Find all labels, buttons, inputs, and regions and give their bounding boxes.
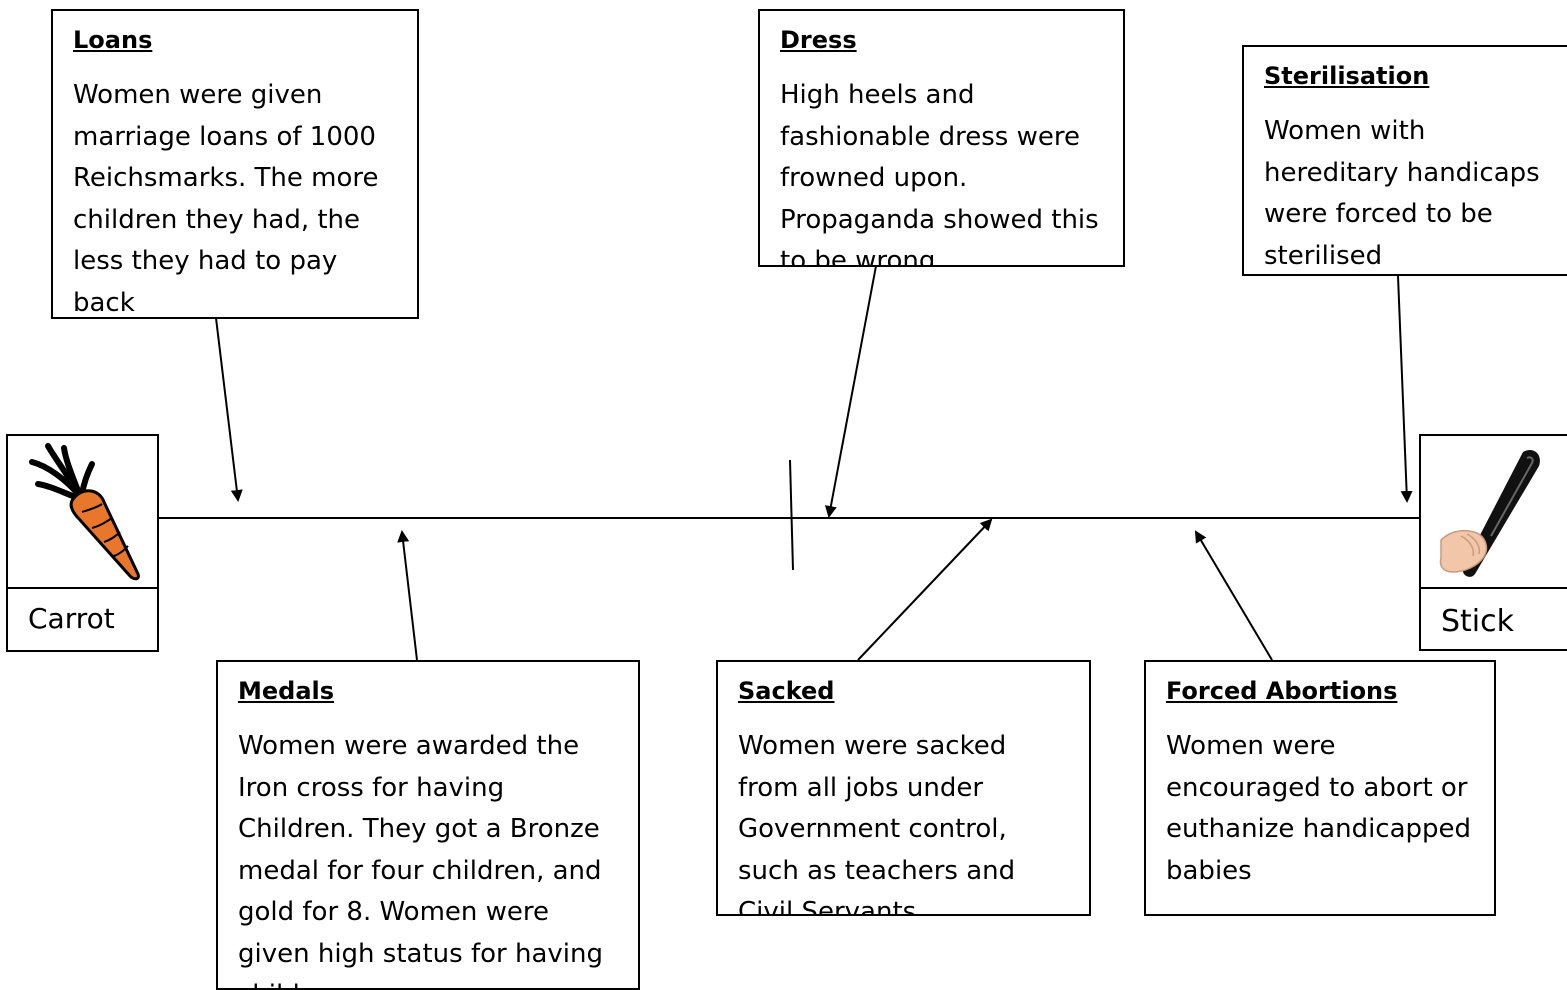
arrow-medals bbox=[397, 530, 418, 661]
hand-fingers bbox=[1460, 533, 1481, 557]
stick-picture bbox=[1421, 436, 1567, 589]
carrot-label: Carrot bbox=[28, 602, 115, 635]
sacked-box: Sacked Women were sacked from all jobs u… bbox=[716, 660, 1091, 916]
arrow-dress bbox=[824, 265, 877, 518]
stick-end-box: Stick bbox=[1419, 434, 1567, 651]
medals-box: Medals Women were awarded the Iron cross… bbox=[216, 660, 640, 990]
arrow-forced-abortions bbox=[1194, 530, 1273, 661]
dress-title: Dress bbox=[780, 26, 857, 54]
dress-text: High heels and fashionable dress were fr… bbox=[780, 80, 1099, 267]
sterilisation-title: Sterilisation bbox=[1264, 62, 1430, 90]
midpoint-marker bbox=[789, 459, 794, 571]
baton-highlight bbox=[1490, 456, 1534, 537]
loans-text: Women were given marriage loans of 1000 … bbox=[73, 80, 379, 318]
sacked-text: Women were sacked from all jobs under Go… bbox=[738, 731, 1016, 916]
sterilisation-box: Sterilisation Women with hereditary hand… bbox=[1242, 45, 1567, 276]
dress-box: Dress High heels and fashionable dress w… bbox=[758, 9, 1125, 267]
forced-abortions-title: Forced Abortions bbox=[1166, 677, 1398, 705]
forced-abortions-text: Women were encouraged to abort or euthan… bbox=[1166, 731, 1472, 886]
carrot-icon bbox=[29, 443, 140, 581]
arrow-sacked bbox=[857, 518, 993, 661]
sterilisation-text: Women with hereditary handicaps were for… bbox=[1264, 116, 1540, 271]
arrow-sterilisation bbox=[1397, 275, 1413, 503]
carrot-picture bbox=[8, 436, 157, 589]
sacked-title: Sacked bbox=[738, 677, 835, 705]
stick-label: Stick bbox=[1441, 604, 1515, 639]
forced-abortions-box: Forced Abortions Women were encouraged t… bbox=[1144, 660, 1496, 916]
loans-title: Loans bbox=[73, 26, 153, 54]
carrot-root bbox=[69, 489, 140, 581]
baton-icon bbox=[1439, 449, 1540, 577]
loans-box: Loans Women were given marriage loans of… bbox=[51, 9, 419, 319]
carrot-ridges bbox=[81, 503, 129, 557]
carrot-end-box: Carrot bbox=[6, 434, 159, 652]
medals-title: Medals bbox=[238, 677, 335, 705]
arrow-loans bbox=[215, 317, 243, 502]
medals-text: Women were awarded the Iron cross for ha… bbox=[238, 731, 603, 988]
